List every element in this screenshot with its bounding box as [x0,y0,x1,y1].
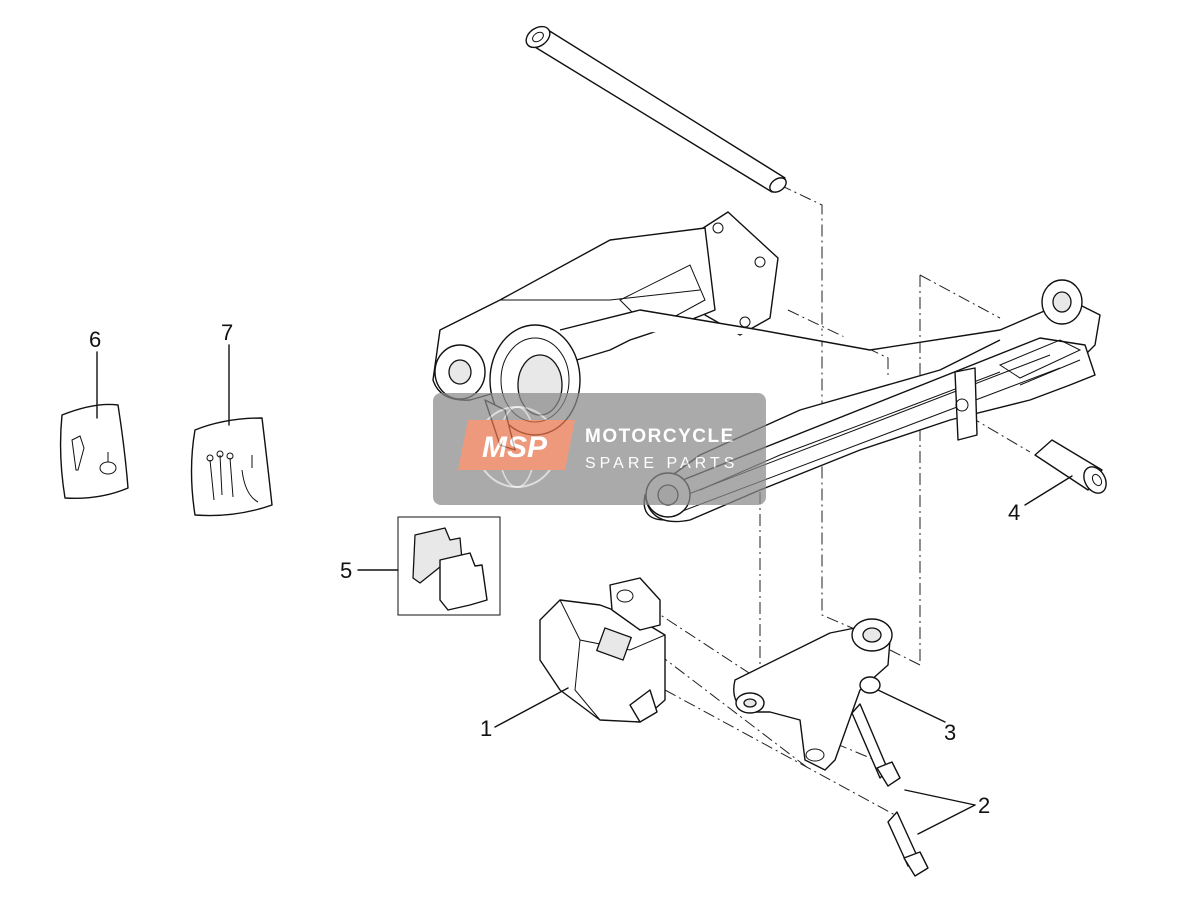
callout-6: 6 [89,327,101,352]
caliper-bracket-part-3 [733,618,893,771]
screws-part-2 [851,703,929,877]
leader-lines [96,344,1073,835]
callout-2: 2 [978,793,990,818]
watermark-line2: SPARE PARTS [585,455,738,472]
hardware-bag-part-6 [59,403,129,499]
pivot-shaft [525,25,787,193]
callout-labels: 1 2 3 4 5 6 7 [89,320,1020,818]
watermark: MSP MOTORCYCLE SPARE PARTS [433,393,766,505]
hardware-bag-part-7 [190,417,273,517]
msp-logo-badge [458,420,575,470]
brake-pads-part-5 [397,516,501,616]
callout-7: 7 [221,320,233,345]
callout-4: 4 [1008,500,1020,525]
callout-3: 3 [944,720,956,745]
watermark-logo: MSP [482,431,548,464]
callout-1: 1 [480,716,492,741]
brake-caliper-part-1 [539,577,666,723]
pin-part-4 [1034,439,1107,494]
callout-5: 5 [340,558,352,583]
watermark-line1: MOTORCYCLE [585,426,735,447]
